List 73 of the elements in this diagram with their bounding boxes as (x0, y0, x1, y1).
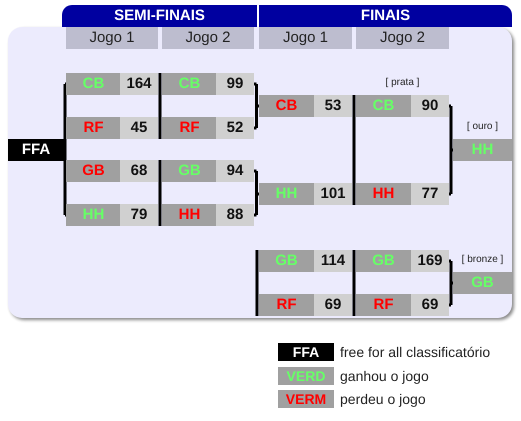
score: 101 (314, 183, 352, 205)
bracket-line (448, 104, 454, 196)
score: 77 (411, 183, 449, 205)
round-header: FINAIS (259, 5, 512, 27)
legend-text: perdeu o jogo (340, 390, 426, 408)
medal-label: [ bronze ] (460, 254, 504, 265)
bracket-entry (356, 250, 449, 272)
score: 94 (216, 160, 254, 182)
bracket-line (62, 82, 68, 216)
legend-key: VERD (278, 367, 334, 385)
score: 52 (216, 117, 254, 139)
bracket-entry (356, 294, 449, 316)
score: 69 (314, 294, 352, 316)
bracket-entry (453, 139, 512, 161)
team-name: HH (82, 205, 106, 225)
team-name: RF (276, 295, 298, 315)
team-name: GB (81, 161, 106, 181)
team-name: RF (82, 118, 104, 138)
medal-label: [ ouro ] (466, 121, 500, 132)
bracket-line (448, 260, 454, 306)
bracket-entry (66, 117, 158, 139)
team-name: CB (178, 74, 202, 94)
score: 53 (314, 95, 352, 117)
team-name: RF (372, 295, 394, 315)
team-name: CB (82, 74, 106, 94)
game-header: Jogo 1 (66, 27, 158, 49)
score: 68 (120, 160, 158, 182)
score: 88 (216, 204, 254, 226)
team-name: HH (470, 140, 494, 160)
team-name: CB (372, 96, 396, 116)
game-header: Jogo 2 (162, 27, 254, 49)
team-name: GB (177, 161, 202, 181)
score: 164 (120, 73, 158, 95)
round-header: SEMI-FINAIS (62, 5, 257, 27)
bracket-entry (66, 160, 158, 182)
team-name: GB (371, 251, 396, 271)
score: 90 (411, 95, 449, 117)
legend-key: VERM (278, 390, 334, 408)
team-name: HH (178, 205, 202, 225)
qualifier-label: FFA (8, 139, 64, 161)
team-name: HH (274, 184, 298, 204)
bracket-entry (259, 183, 352, 205)
bracket-entry (162, 73, 254, 95)
bracket-entry (162, 117, 254, 139)
bracket-entry (259, 250, 352, 272)
bracket-entry (453, 272, 512, 294)
game-header: Jogo 2 (356, 27, 449, 49)
team-name: HH (372, 184, 396, 204)
bracket-entry (66, 204, 158, 226)
bracket-line (252, 82, 260, 130)
score: 99 (216, 73, 254, 95)
bracket-entry (162, 204, 254, 226)
bracket-line (252, 170, 260, 216)
legend-key: FFA (278, 343, 334, 361)
team-name: GB (470, 273, 495, 293)
bracket-entry (259, 294, 352, 316)
score: 45 (120, 117, 158, 139)
team-name: GB (274, 251, 299, 271)
score: 69 (411, 294, 449, 316)
bracket-entry (356, 95, 449, 117)
team-name: RF (178, 118, 200, 138)
bracket-entry (66, 73, 158, 95)
score: 114 (314, 250, 352, 272)
game-header: Jogo 1 (259, 27, 352, 49)
legend-text: free for all classificatório (340, 343, 490, 361)
score: 169 (411, 250, 449, 272)
score: 79 (120, 204, 158, 226)
team-name: CB (274, 96, 298, 116)
bracket-entry (356, 183, 449, 205)
bracket-entry (259, 95, 352, 117)
medal-label: [ prata ] (384, 77, 420, 88)
bracket-entry (162, 160, 254, 182)
legend-text: ganhou o jogo (340, 367, 429, 385)
